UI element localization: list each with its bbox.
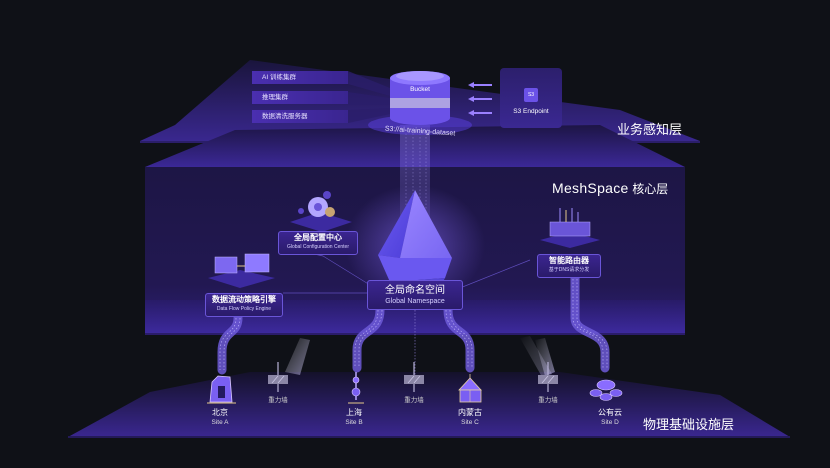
router-en: 基于DNS请求分发 xyxy=(548,267,590,273)
site-cn: 内蒙古 xyxy=(458,408,482,417)
request-arrows xyxy=(468,82,492,116)
data-flow-policy-engine-card[interactable]: 数据流动策略引擎 Data Flow Policy Engine xyxy=(205,293,283,317)
policy-engine-en: Data Flow Policy Engine xyxy=(216,306,272,312)
namespace-en: Global Namespace xyxy=(385,298,445,305)
site-b[interactable]: 上海 Site B xyxy=(324,408,384,427)
policy-engine-cn: 数据流动策略引擎 xyxy=(212,295,276,304)
site-en: Site A xyxy=(211,419,229,426)
business-layer-title: 业务感知层 xyxy=(617,122,683,137)
site-cn: 北京 xyxy=(212,408,228,417)
yurt-icon xyxy=(458,374,482,403)
site-c[interactable]: 内蒙古 Site C xyxy=(440,408,500,427)
s3-endpoint-label: S3 Endpoint xyxy=(513,108,549,115)
gear-icon xyxy=(290,191,352,232)
client-label: 推理集群 xyxy=(262,94,288,101)
router-cn: 智能路由器 xyxy=(549,256,589,265)
site-cn: 上海 xyxy=(346,408,362,417)
s3-endpoint-card[interactable]: S3 S3 Endpoint xyxy=(500,68,562,128)
router-icon xyxy=(540,208,600,248)
client-label: 数据清洗服务器 xyxy=(262,113,308,120)
smart-router-card[interactable]: 智能路由器 基于DNS请求分发 xyxy=(537,254,601,278)
client-ai-training-cluster[interactable]: AI 训练集群 xyxy=(252,71,348,84)
config-center-cn: 全局配置中心 xyxy=(294,233,342,242)
data-pipes xyxy=(217,267,610,375)
namespace-cn: 全局命名空间 xyxy=(385,285,445,296)
site-en: Site C xyxy=(461,419,479,426)
cloud-storage-icon xyxy=(589,379,623,401)
global-namespace-card[interactable]: 全局命名空间 Global Namespace xyxy=(367,280,463,310)
client-label: AI 训练集群 xyxy=(262,74,296,81)
oriental-pearl-tower-icon xyxy=(348,372,364,404)
site-d[interactable]: 公有云 Site D xyxy=(580,408,640,427)
s3-icon: S3 xyxy=(524,88,538,102)
core-layer-title-en: MeshSpace xyxy=(552,180,629,196)
bucket-label: Bucket xyxy=(410,86,430,93)
gravity-wall-label: 重力墙 xyxy=(538,397,558,404)
gravity-wall-icon xyxy=(404,362,424,392)
gravity-wall-icon xyxy=(268,362,288,392)
cctv-tower-icon xyxy=(207,375,236,404)
data-stack-icon xyxy=(208,253,275,288)
config-center-en: Global Configuration Center xyxy=(287,244,349,250)
bucket-icon xyxy=(390,71,450,125)
site-en: Site B xyxy=(345,419,363,426)
gravity-wall-icon xyxy=(538,362,558,392)
site-a[interactable]: 北京 Site A xyxy=(190,408,250,427)
infrastructure-layer-title: 物理基础设施层 xyxy=(643,417,735,432)
gravity-wall-label: 重力墙 xyxy=(404,397,424,404)
core-layer-title: MeshSpace 核心层 xyxy=(552,180,668,197)
site-cn: 公有云 xyxy=(598,408,622,417)
global-config-center-card[interactable]: 全局配置中心 Global Configuration Center xyxy=(278,231,358,255)
client-inference-cluster[interactable]: 推理集群 xyxy=(252,91,348,104)
core-layer-title-cn: 核心层 xyxy=(632,182,669,196)
client-data-cleaning-server[interactable]: 数据清洗服务器 xyxy=(252,110,348,123)
gravity-wall-label: 重力墙 xyxy=(268,397,288,404)
site-en: Site D xyxy=(601,419,619,426)
